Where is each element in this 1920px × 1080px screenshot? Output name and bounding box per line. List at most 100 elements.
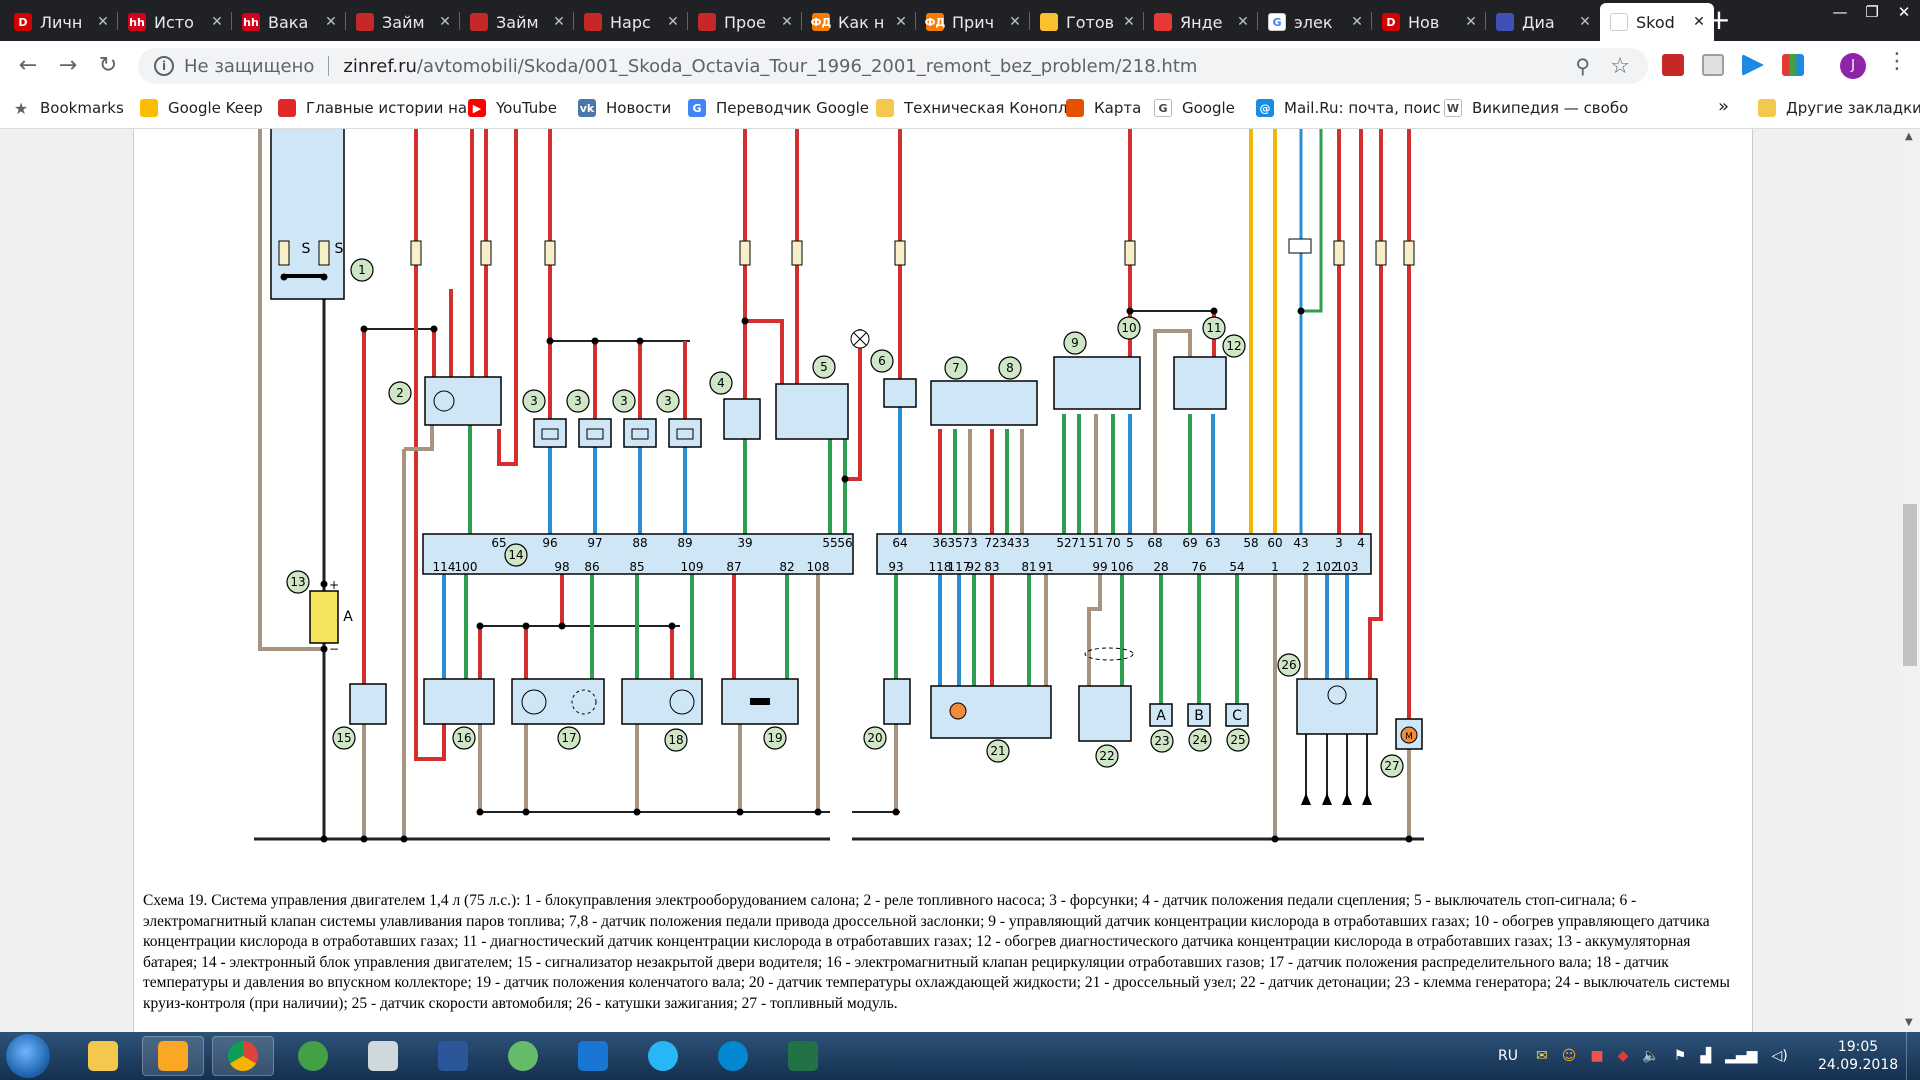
address-bar[interactable]: i Не защищено zinref.ru/avtomobili/Skoda… [138,48,1648,84]
other-bookmarks[interactable]: Другие закладки [1758,99,1920,117]
language-indicator[interactable]: RU [1498,1048,1518,1064]
back-arrow-icon[interactable]: ← [18,53,38,78]
tab-close-icon[interactable]: ✕ [1465,14,1477,30]
tab-close-icon[interactable]: ✕ [439,14,451,30]
maximize-icon[interactable]: ❐ [1865,3,1879,21]
tab-close-icon[interactable]: ✕ [553,14,565,30]
extension-gray-icon[interactable] [1702,54,1724,76]
tab-close-icon[interactable]: ✕ [211,14,223,30]
wire [1087,574,1102,689]
taskbar-excel[interactable] [772,1036,834,1076]
bookmark-item[interactable]: Главные истории на [278,99,467,117]
tab[interactable]: Нарс✕ [574,3,688,41]
taskbar-utorrent[interactable] [282,1036,344,1076]
tab-close-icon[interactable]: ✕ [1009,14,1021,30]
taskbar-globe[interactable] [492,1036,554,1076]
battery-icon [309,590,339,644]
taskbar-word[interactable] [422,1036,484,1076]
volume-icon[interactable]: 🔈 [1642,1048,1660,1064]
tab-close-icon[interactable]: ✕ [1351,14,1363,30]
close-window-icon[interactable]: ✕ [1897,3,1911,21]
speaker-icon[interactable]: ◁) [1771,1048,1788,1064]
tab-close-icon[interactable]: ✕ [97,14,109,30]
profile-avatar[interactable]: J [1840,53,1866,79]
notification-icon[interactable]: ☺ [1561,1048,1577,1064]
clock[interactable]: 19:05 24.09.2018 [1818,1038,1898,1074]
tab-close-icon[interactable]: ✕ [1579,14,1591,30]
bookmark-item[interactable]: Карта [1066,99,1141,117]
app-tray-icon[interactable]: ■ [1590,1048,1604,1064]
forward-arrow-icon[interactable]: → [58,53,78,78]
scroll-up-icon[interactable]: ▲ [1905,131,1913,142]
bookmarks-overflow-button[interactable]: » [1718,96,1730,117]
knock-sensor [1078,685,1132,742]
tab[interactable]: Займ✕ [460,3,574,41]
tab[interactable]: Диа✕ [1486,3,1600,41]
network-icon[interactable]: ▟ [1700,1048,1712,1064]
tab-label: элек [1294,12,1333,32]
taskbar-outlook[interactable] [142,1036,204,1076]
signal-icon[interactable]: ▂▄▆ [1725,1048,1758,1064]
tab-close-icon[interactable]: ✕ [325,14,337,30]
show-desktop-button[interactable] [1906,1032,1920,1080]
bookmark-star-icon[interactable]: ☆ [1610,53,1630,79]
callout-circle [986,739,1010,763]
scroll-down-icon[interactable]: ▼ [1905,1017,1913,1028]
pin-label: 56 [837,536,852,550]
bookmark-item[interactable]: ★Bookmarks [12,99,124,118]
taskbar-contacts[interactable] [562,1036,624,1076]
tab[interactable]: Прое✕ [688,3,802,41]
pin-label: 73 [962,536,977,550]
tab[interactable]: Skod ✕ [1600,3,1714,41]
tab-close-icon[interactable]: ✕ [1693,14,1705,30]
scrollbar[interactable]: ▲ ▼ [1900,129,1920,1032]
info-icon[interactable]: i [154,56,174,76]
tab-label: Skod [1636,12,1675,32]
new-tab-button[interactable]: + [1707,3,1731,36]
minimize-icon[interactable]: — [1832,3,1848,21]
wire [1301,129,1323,313]
extension-red-icon[interactable] [1662,54,1684,76]
menu-dots-icon[interactable]: ⋮ [1886,49,1908,74]
tab[interactable]: Янде✕ [1144,3,1258,41]
bookmark-item[interactable]: @Mail.Ru: почта, поис [1256,99,1441,117]
bookmark-item[interactable]: ▶YouTube [468,99,557,117]
bookmark-item[interactable]: Google Keep [140,99,263,117]
taskbar-itunes[interactable] [632,1036,694,1076]
zoom-icon[interactable]: ⚲ [1575,54,1590,78]
taskbar-chrome[interactable] [212,1036,274,1076]
tab-close-icon[interactable]: ✕ [667,14,679,30]
tab-close-icon[interactable]: ✕ [1123,14,1135,30]
tab-close-icon[interactable]: ✕ [781,14,793,30]
taskbar-explorer[interactable] [72,1036,134,1076]
itunes-icon [648,1041,678,1071]
start-button[interactable] [6,1034,50,1078]
mail-icon[interactable]: ✉ [1535,1048,1548,1064]
tab[interactable]: Займ✕ [346,3,460,41]
tab-close-icon[interactable]: ✕ [1237,14,1249,30]
scrollbar-thumb[interactable] [1903,504,1917,666]
reload-icon[interactable]: ↻ [98,53,118,78]
taskbar-itunes2[interactable] [702,1036,764,1076]
pin-label: 117 [948,560,971,574]
extension-grid-icon[interactable] [1782,54,1804,76]
flag-icon[interactable]: ⚑ [1673,1048,1687,1064]
taskbar-alien[interactable] [352,1036,414,1076]
bookmark-item[interactable]: Техническая Конопля [876,99,1076,117]
antivirus-icon[interactable]: ◆ [1617,1048,1629,1064]
extension-play-icon[interactable] [1742,54,1764,76]
tab-close-icon[interactable]: ✕ [895,14,907,30]
tab[interactable]: Готов✕ [1030,3,1144,41]
